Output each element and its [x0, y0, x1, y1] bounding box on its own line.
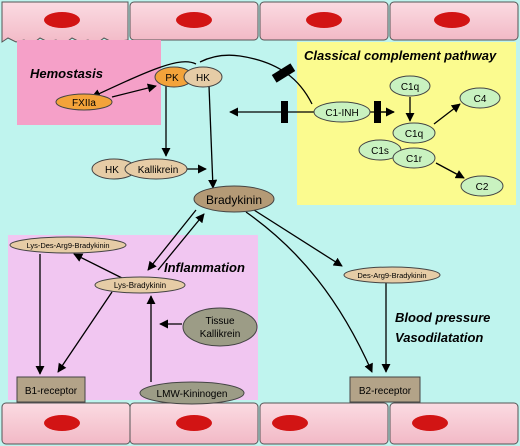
b2-receptor-label: B2-receptor — [359, 386, 412, 397]
edge-c1inh-inhibit-hemostasis — [199, 54, 313, 105]
inhibition-bar-hemostasis — [271, 63, 296, 83]
c1r-label: C1r — [406, 154, 423, 165]
fxiia-label: FXIIa — [72, 98, 96, 109]
lys-bradykinin-label: Lys-Bradykinin — [114, 281, 166, 290]
bottom-cell-row — [1, 402, 519, 445]
inhibition-bar-pk — [281, 101, 288, 123]
c1q-top-node — [389, 75, 431, 97]
nucleus — [176, 415, 212, 431]
c4-label: C4 — [474, 94, 487, 105]
b2-receptor — [349, 376, 421, 403]
lys-des-arg9-label: Lys-Des-Arg9-Bradykinin — [26, 241, 109, 250]
b1-receptor-label: B1-receptor — [25, 386, 78, 397]
inflammation-label: Inflammation — [164, 260, 245, 275]
hemostasis-label: Hemostasis — [30, 66, 103, 81]
tissue-kallikrein-label: Kallikrein — [200, 329, 241, 340]
top-cell-row — [1, 1, 519, 45]
inhibition-bar-c1 — [374, 101, 381, 123]
lmw-kininogen-label: LMW-Kininogen — [157, 389, 228, 400]
lys-bradykinin-node — [94, 276, 186, 294]
c1-inh-node — [313, 101, 371, 123]
c1-inh-label: C1-INH — [325, 108, 358, 119]
c1s-label: C1s — [371, 146, 389, 157]
pk-label: PK — [165, 73, 179, 84]
kallikrein-node — [124, 158, 188, 180]
endothelial-cell — [389, 402, 519, 445]
edges — [35, 54, 465, 382]
c1r-node — [392, 147, 436, 169]
hk-top-label: HK — [196, 73, 210, 84]
edge-hk-to-fxiia — [91, 61, 197, 98]
vasodilatation-label: Vasodilatation — [395, 330, 483, 345]
nucleus — [306, 12, 342, 28]
bradykinin-node — [193, 185, 275, 213]
des-arg9-node — [343, 266, 441, 284]
des-arg9-label: Des-Arg9-Bradykinin — [357, 271, 426, 280]
edge-hk-to-bradykinin — [208, 85, 218, 189]
edge-lysbradykinin-to-lysdes — [73, 253, 125, 280]
nucleus — [434, 12, 470, 28]
b1-receptor — [16, 376, 86, 403]
edge-c1r-to-c2 — [435, 162, 465, 179]
edge-lysbradykinin-to-b1 — [57, 291, 113, 373]
nucleus — [272, 415, 308, 431]
blood-pressure-label: Blood pressure — [395, 310, 490, 325]
c1q-mid-label: C1q — [405, 129, 423, 140]
lys-des-arg9-node — [9, 236, 127, 254]
hk-mid-label: HK — [105, 165, 119, 176]
nucleus — [44, 12, 80, 28]
hemostasis-region — [17, 40, 161, 125]
nucleus — [44, 415, 80, 431]
lmw-kininogen-node — [139, 381, 245, 405]
edge-fxiia-to-pk — [111, 83, 157, 98]
edge-bradykinin-to-desarg — [253, 209, 343, 267]
bradykinin-label: Bradykinin — [206, 193, 262, 207]
endothelial-cell — [259, 402, 389, 445]
kallikrein-label: Kallikrein — [138, 165, 179, 176]
hk-node — [183, 66, 223, 88]
nucleus — [412, 415, 448, 431]
c1q-top-label: C1q — [401, 82, 419, 93]
classical-complement-label: Classical complement pathway — [304, 48, 497, 63]
c1q-mid-node — [392, 122, 436, 144]
tissue-label: Tissue — [205, 316, 235, 327]
c4-node — [459, 87, 501, 109]
edge-bradykinin-to-b2 — [245, 211, 373, 373]
tissue-kallikrein-node — [182, 307, 258, 347]
fxiia-node — [55, 93, 113, 111]
c2-label: C2 — [476, 182, 489, 193]
c2-node — [460, 175, 504, 197]
edge-c1q-to-c4 — [433, 103, 461, 125]
nucleus — [176, 12, 212, 28]
edge-lysbradykinin-to-bradykinin — [157, 213, 205, 271]
edge-bradykinin-to-lysbradykinin — [147, 209, 197, 271]
